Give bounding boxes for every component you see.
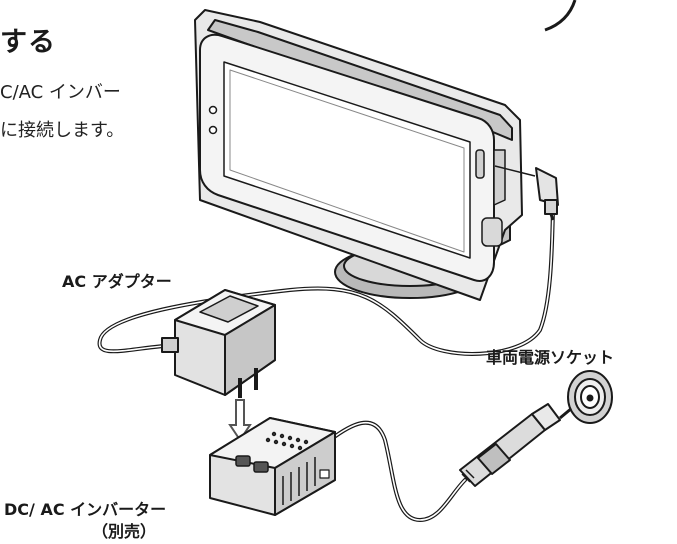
adapter-cable-inner: [98, 209, 554, 355]
cigarette-plug: [459, 403, 573, 487]
ac-adapter-label: AC アダプター: [62, 272, 172, 291]
inverter-label: DC/ AC インバーター: [4, 500, 167, 519]
sensor-dot: [208, 125, 218, 135]
inverter-note-label: （別売）: [92, 522, 157, 541]
dc-plug: [494, 165, 559, 221]
camera-dot: [208, 105, 218, 115]
side-button: [475, 149, 485, 179]
ac-adapter: [161, 289, 276, 398]
dc-ac-inverter: [209, 417, 336, 516]
callout-curve: [544, 0, 577, 32]
inverter-cable-inner: [329, 421, 466, 521]
body-text-line-2: に接続します。: [0, 120, 125, 141]
body-text-line-1: C/AC インバー: [0, 82, 121, 103]
car-socket-label: 車両電源ソケット: [486, 348, 615, 367]
car-power-socket: [567, 370, 613, 424]
tablet-cradle: [194, 9, 523, 301]
tablet-screen: [223, 61, 471, 259]
page-heading: する: [0, 27, 56, 58]
